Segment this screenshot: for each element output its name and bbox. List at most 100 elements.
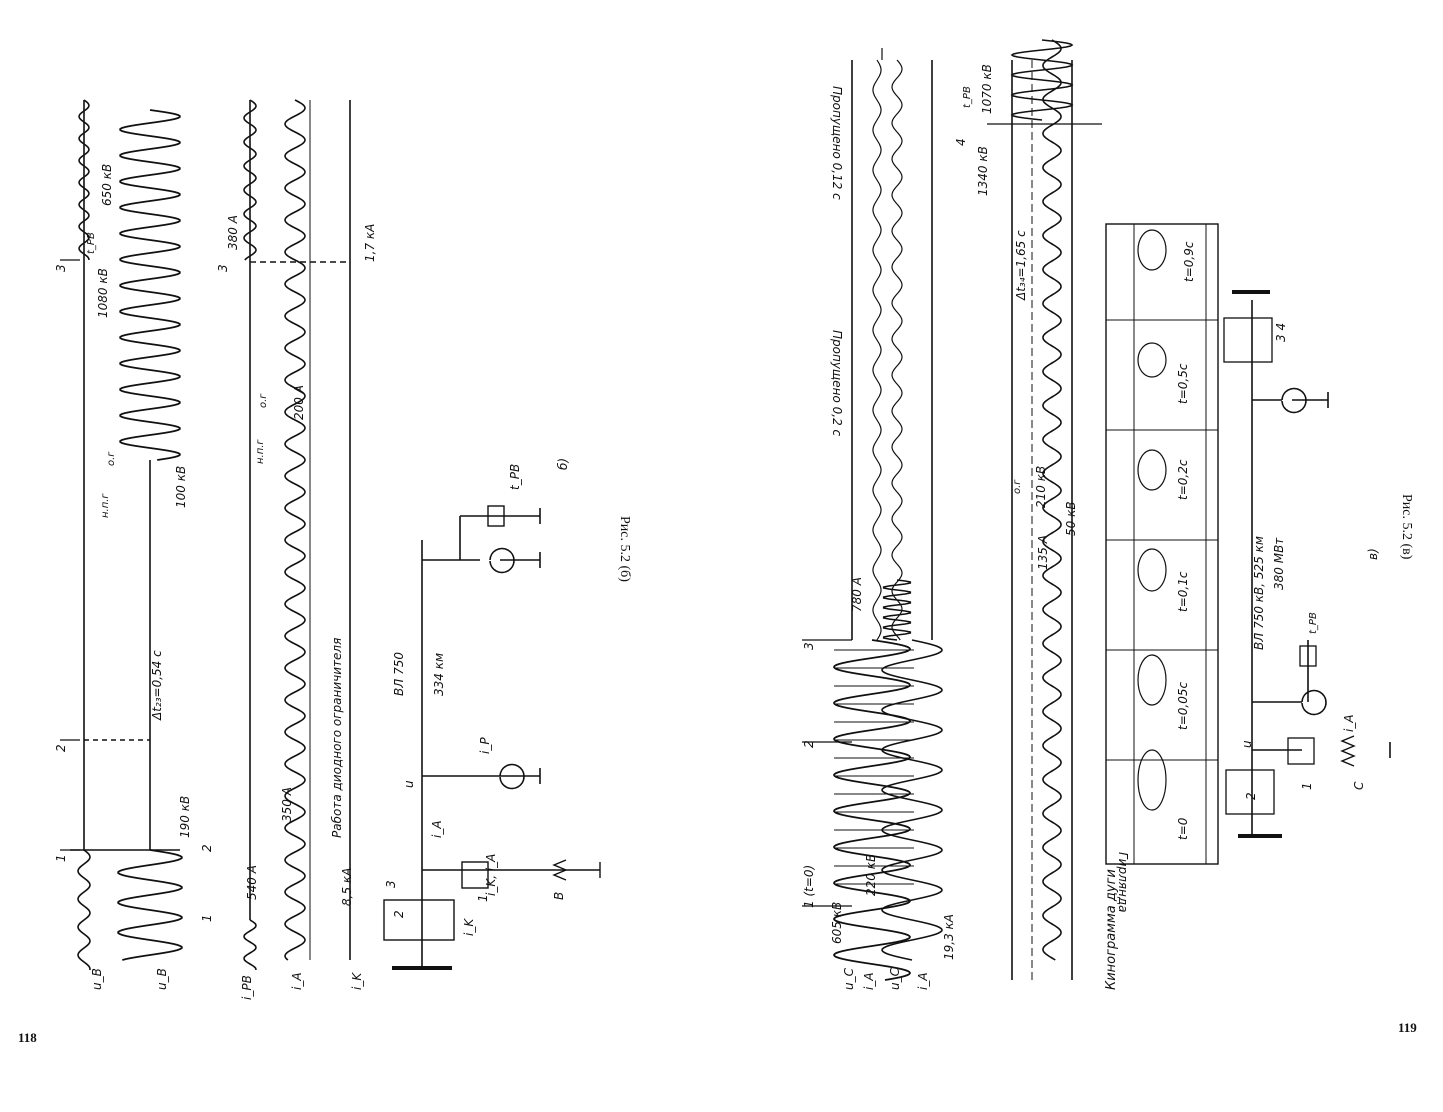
kinogram-frame-1: t=0,05с bbox=[1176, 681, 1190, 730]
trace-9-top-burst bbox=[1010, 39, 1074, 121]
trace-label-iPB: i_PB bbox=[240, 975, 254, 1000]
npg-label-2: н.п.г bbox=[255, 439, 266, 464]
iA-wave bbox=[284, 99, 306, 961]
marker-1-top: 1 bbox=[54, 854, 68, 862]
line-vl750-525-label: ВЛ 750 кВ, 525 км bbox=[1252, 536, 1266, 650]
marker-3-label: 3 bbox=[802, 642, 816, 650]
current-200-label: 200 А bbox=[292, 385, 306, 420]
switch-1-label: 1 bbox=[476, 894, 490, 902]
breaker-34-box bbox=[1223, 317, 1273, 363]
current-1-7kA-label: 1,7 кА bbox=[363, 223, 377, 262]
kinogram-frame-4: t=0,5с bbox=[1176, 363, 1190, 404]
current-135-label: 135 А bbox=[1036, 535, 1050, 570]
skipped-012-label: Пропущено 0,12 с bbox=[830, 86, 844, 200]
trace-6-wave bbox=[1042, 39, 1062, 961]
trace-label-uC-1: u_C bbox=[842, 968, 856, 990]
trace-2-line bbox=[872, 59, 882, 641]
switch-1-box-v bbox=[1287, 737, 1315, 765]
trace-label-uC-2: u_C bbox=[888, 968, 902, 990]
uB2-wave-top bbox=[119, 109, 181, 461]
current-380-label: 380 А bbox=[226, 215, 240, 250]
reactor-coil-v bbox=[1301, 689, 1327, 716]
voltage-50-label: 50 кВ bbox=[1064, 501, 1078, 536]
trace-label-uB-2: u_B bbox=[155, 968, 169, 990]
node-u-label: u bbox=[402, 780, 416, 788]
line-length-label: 334 км bbox=[432, 652, 446, 696]
voltage-210-label: 210 кВ bbox=[1034, 465, 1048, 508]
iPB-wave-top bbox=[243, 99, 257, 261]
delta-t23-label: Δt₂₃=0,54 с bbox=[150, 650, 164, 720]
iA-780-burst bbox=[882, 579, 912, 641]
npg-label-1: н.п.г bbox=[100, 493, 111, 518]
breaker-34-label: 3 4 bbox=[1274, 322, 1288, 342]
voltage-100-label: 100 кВ bbox=[174, 465, 188, 508]
voltage-1080-label: 1080 кВ bbox=[96, 268, 110, 318]
arc-shape-4 bbox=[1137, 342, 1167, 378]
current-iK-label: i_K bbox=[462, 918, 476, 936]
current-iA-label-v: i_A bbox=[1342, 714, 1356, 732]
arc-shape-3 bbox=[1137, 449, 1167, 491]
trace-3-line bbox=[891, 59, 903, 641]
switch-1-box bbox=[461, 861, 489, 889]
marker-2-label: 2 bbox=[802, 740, 816, 748]
uB2-wave-bottom bbox=[117, 849, 183, 961]
current-8-5kA-label: 8,5 кА bbox=[340, 867, 354, 906]
current-19-3kA-label: 19,3 кА bbox=[942, 914, 956, 960]
voltage-650-label: 650 кВ bbox=[100, 163, 114, 206]
voltage-190-label: 190 кВ bbox=[178, 795, 192, 838]
trace-label-iA-2: i_A bbox=[916, 972, 930, 990]
iA-big-wave bbox=[881, 639, 943, 961]
trace-label-iA: i_A bbox=[290, 972, 304, 990]
trace-label-iA-1: i_A bbox=[862, 972, 876, 990]
kinogram-frame-2: t=0,1с bbox=[1176, 571, 1190, 612]
arc-shape-0 bbox=[1137, 749, 1167, 811]
trv-label-circuit-v: t_PB bbox=[1308, 612, 1319, 634]
page-number-119: 119 bbox=[1398, 1020, 1417, 1035]
trv-label-circuit: t_PB bbox=[508, 463, 522, 490]
kinogram-side-label: Гирлянда bbox=[1116, 852, 1130, 913]
node-u-label-v: u bbox=[1240, 740, 1254, 748]
current-iK-iA-label: i_K, i_A bbox=[484, 853, 498, 896]
current-iA-arrow-label: i_A bbox=[430, 820, 444, 838]
voltage-1070-label: 1070 кВ bbox=[980, 64, 994, 114]
marker-2-mid: 2 bbox=[200, 844, 214, 852]
figure-caption-b: Рис. 5.2 (б) bbox=[617, 516, 632, 582]
current-iP-label: i_P bbox=[478, 737, 492, 754]
voltage-1340-label: 1340 кВ bbox=[976, 146, 990, 196]
kinogram-frame-box bbox=[1105, 223, 1219, 865]
marker-3-top: 3 bbox=[54, 264, 68, 272]
trv-label-1: t_PB bbox=[86, 232, 97, 254]
kinogram-frame-5: t=0,9с bbox=[1182, 241, 1196, 282]
page-118: u_B u_B i_PB i_A i_K Δt₂₃=0,54 с 190 кВ … bbox=[0, 0, 720, 1112]
arrester-b-label: В bbox=[552, 891, 566, 900]
kinogram-frames bbox=[1105, 223, 1219, 865]
breaker-2-label-v: 2 bbox=[1244, 792, 1258, 800]
arc-shape-5 bbox=[1137, 229, 1167, 271]
figure-caption-v: Рис. 5.2 (в) bbox=[1399, 494, 1414, 560]
kinogram-frame-3: t=0,2с bbox=[1176, 459, 1190, 500]
current-780-label: 780 А bbox=[850, 577, 864, 612]
current-350-label: 350 А bbox=[280, 787, 294, 822]
arrester-c bbox=[1340, 735, 1356, 767]
trv-device bbox=[487, 505, 505, 527]
current-540-label: 540 А bbox=[245, 865, 259, 900]
capacitor-c-label: С bbox=[1352, 781, 1366, 790]
circuit-diagram-b bbox=[383, 505, 601, 970]
oscillogram-figure-b bbox=[60, 99, 601, 971]
subfigure-b-label: б) bbox=[556, 457, 570, 470]
og-label-v: о.г bbox=[1012, 479, 1023, 494]
marker-2-top: 2 bbox=[54, 744, 68, 752]
page-number-118: 118 bbox=[18, 1030, 37, 1045]
trace-label-iK: i_K bbox=[350, 972, 364, 990]
marker-1-mid: 1 bbox=[200, 914, 214, 922]
uB1-wave-bottom bbox=[77, 849, 91, 971]
delta-t34-label: Δt₃₄=1,65 с bbox=[1014, 230, 1028, 300]
marker-t0-label: 1 (t=0) bbox=[802, 864, 816, 908]
subfigure-v-label: в) bbox=[1366, 548, 1380, 560]
oscillogram-traces bbox=[60, 99, 351, 971]
trace-label-uB-1: u_B bbox=[90, 968, 104, 990]
iPB-wave-bottom bbox=[243, 919, 257, 970]
breaker-box-v bbox=[1225, 769, 1275, 815]
kinogram-frame-0: t=0 bbox=[1176, 817, 1190, 840]
uB1-wave-top bbox=[78, 99, 90, 260]
